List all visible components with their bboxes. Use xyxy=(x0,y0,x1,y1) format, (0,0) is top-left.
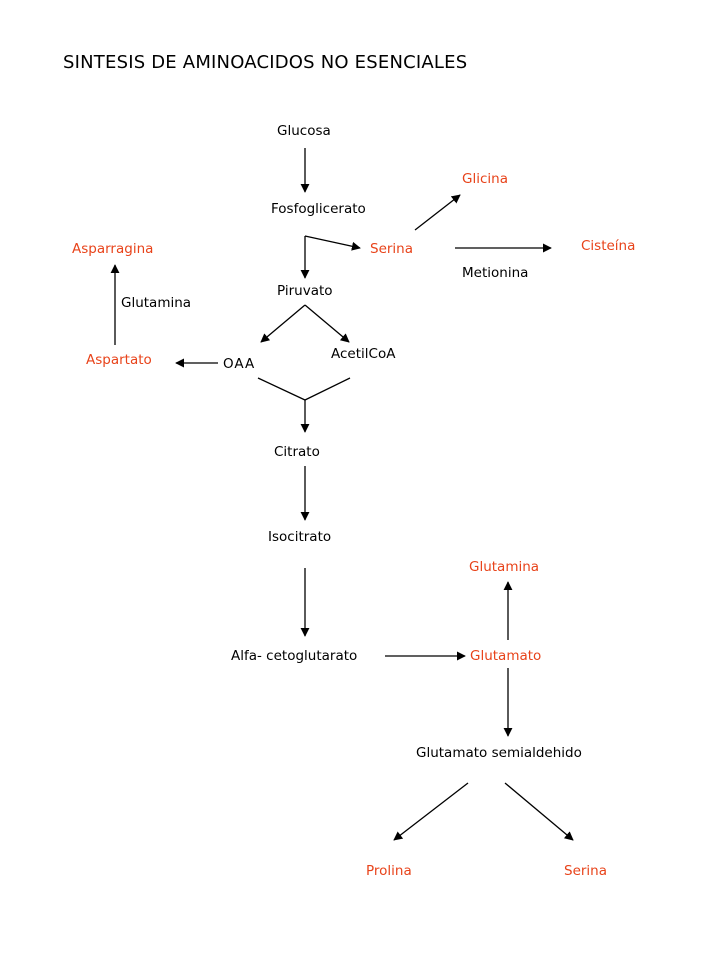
arrow-fosfoglicerato-serina xyxy=(304,235,361,251)
arrow-semialdehido-serina xyxy=(504,782,574,841)
node-fosfoglicerato: Fosfoglicerato xyxy=(271,201,366,217)
diagram-title: SINTESIS DE AMINOACIDOS NO ESENCIALES xyxy=(63,52,468,73)
node-acetilcoa: AcetilCoA xyxy=(331,346,396,362)
node-aspartato: Aspartato xyxy=(86,352,152,368)
node-serina-final: Serina xyxy=(564,863,608,879)
arrow-piruvato-oaa xyxy=(260,304,306,343)
node-piruvato: Piruvato xyxy=(277,283,333,299)
node-glutamato: Glutamato xyxy=(470,648,542,664)
node-oaa: OAA xyxy=(223,356,256,372)
node-serina: Serina xyxy=(370,241,414,257)
arrow-piruvato-acetilcoa xyxy=(304,304,350,343)
node-glutamato-semialdehido: Glutamato semialdehido xyxy=(416,745,582,761)
line-acetilcoa-join xyxy=(304,377,351,401)
node-alfa-cetoglutarato: Alfa- cetoglutarato xyxy=(231,648,358,664)
node-asparragina: Asparragina xyxy=(72,241,154,257)
node-glicina: Glicina xyxy=(462,171,508,187)
node-glutamina-cofactor: Glutamina xyxy=(121,295,192,311)
line-oaa-join xyxy=(257,377,306,401)
node-citrato: Citrato xyxy=(274,444,320,460)
arrow-semialdehido-prolina xyxy=(393,782,469,841)
node-cisteina: Cisteína xyxy=(581,238,636,254)
arrow-fosfoglicerato-glicina xyxy=(414,194,461,231)
node-glucosa: Glucosa xyxy=(277,123,331,139)
node-metionina: Metionina xyxy=(462,265,529,281)
node-glutamina: Glutamina xyxy=(469,559,540,575)
node-isocitrato: Isocitrato xyxy=(268,529,332,545)
node-prolina: Prolina xyxy=(366,863,412,879)
